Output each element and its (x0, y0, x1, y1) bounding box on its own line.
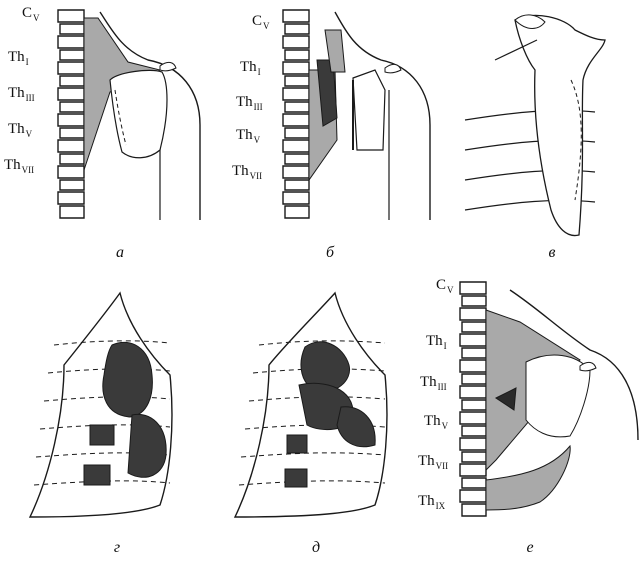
scapula (352, 69, 386, 151)
caption-g: г (113, 539, 121, 556)
spine (57, 9, 85, 219)
label-a-th5: ThV (8, 121, 33, 139)
panel-e-drawing (459, 281, 639, 517)
panel-d-drawing (233, 291, 388, 518)
caption-v: в (548, 244, 556, 261)
label-e-th9: ThIX (418, 493, 446, 511)
panel-v (455, 0, 643, 265)
tumor-lesion (102, 341, 153, 418)
label-a-th7: ThVII (4, 157, 35, 175)
label-a-th3: ThIII (8, 85, 35, 103)
panel-v-drawing (464, 14, 606, 237)
panel-d (225, 285, 425, 525)
caption-d: д (311, 539, 321, 556)
panel-e (430, 270, 643, 540)
scapula (109, 69, 168, 159)
label-e-th5: ThV (424, 413, 449, 431)
panel-g (20, 285, 220, 525)
panel-a-drawing (57, 9, 201, 220)
caption-b: б (325, 244, 335, 261)
panel-b-drawing (282, 9, 431, 220)
caption-a: а (116, 244, 124, 261)
label-e-th3: ThIII (420, 374, 447, 392)
label-e-cv: CV (436, 277, 454, 295)
panel-g-drawing (28, 291, 173, 518)
shoulder-outline (334, 11, 431, 220)
spine (459, 281, 487, 517)
panel-b (225, 0, 440, 265)
caption-e: е (526, 539, 534, 556)
label-e-th1: ThI (426, 333, 447, 351)
label-b-th3: ThIII (236, 94, 263, 112)
label-a-cv: CV (22, 5, 40, 23)
label-b-th7: ThVII (232, 163, 263, 181)
shoulder-outline (509, 289, 639, 441)
transected-muscle (316, 59, 338, 127)
label-b-th1: ThI (240, 59, 261, 77)
scapula (514, 14, 606, 237)
label-b-th5: ThV (236, 127, 261, 145)
shoulder-outline (99, 11, 201, 220)
label-e-th7: ThVII (418, 453, 449, 471)
ribs (464, 109, 596, 211)
label-b-cv: CV (252, 13, 270, 31)
label-a-th1: ThI (8, 49, 29, 67)
tumor-lesion (300, 341, 351, 393)
spine (282, 9, 310, 219)
panel-a (0, 0, 215, 265)
